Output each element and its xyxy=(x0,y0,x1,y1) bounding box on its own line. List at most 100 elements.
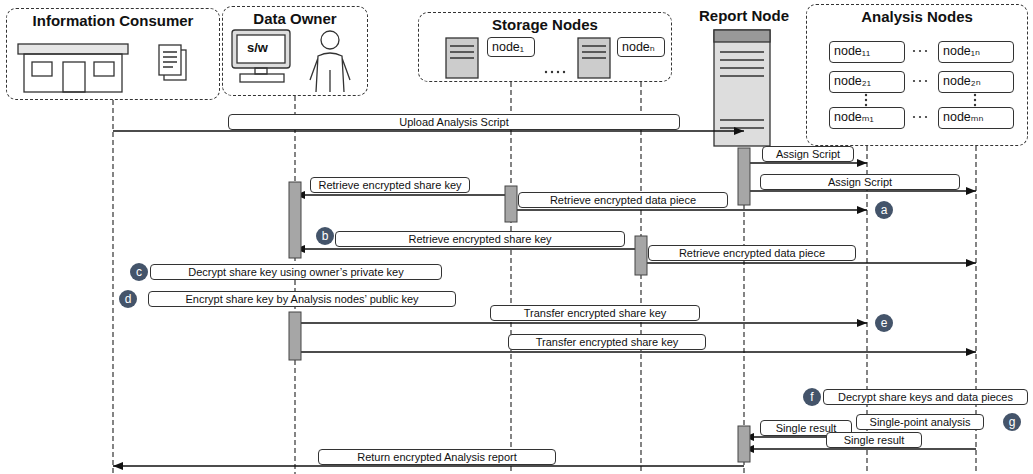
shop-window xyxy=(94,62,114,76)
message-arrow xyxy=(511,209,867,210)
message-label: Transfer encrypted share key xyxy=(508,334,706,350)
callout-letter: a xyxy=(875,201,893,219)
ellipsis-dot xyxy=(919,50,921,52)
message-label: Return encrypted Analysis report xyxy=(318,449,556,465)
lane-heading: Storage Nodes xyxy=(419,13,671,34)
activation-bar xyxy=(289,312,301,360)
document-lines xyxy=(163,52,177,67)
keyboard xyxy=(240,74,284,82)
ellipsis-dot xyxy=(865,94,867,96)
lifeline xyxy=(640,82,641,474)
step-note: Single-point analysis xyxy=(856,414,984,430)
step-note: Decrypt share key using owner’s private … xyxy=(150,264,442,280)
monitor-screen xyxy=(237,35,285,63)
owner-lane: Data Owner xyxy=(222,6,368,96)
analysis-node: nodeₘₙ xyxy=(938,107,1014,129)
message-arrow xyxy=(113,130,744,131)
lifeline xyxy=(510,82,511,474)
ellipsis-dot xyxy=(563,71,565,73)
message-label: Transfer encrypted share key xyxy=(490,305,700,321)
node-label: node₂ₙ xyxy=(939,72,1013,90)
lane-heading: Analysis Nodes xyxy=(807,5,1027,26)
ellipsis-dot xyxy=(919,116,921,118)
analysis-node: node₂₁ xyxy=(829,71,905,93)
server-icon xyxy=(446,38,478,78)
message-label: Retrieve encrypted data piece xyxy=(648,245,856,261)
callout-letter: f xyxy=(803,388,821,406)
message-arrow xyxy=(295,322,867,323)
lane-heading: Information Consumer xyxy=(7,9,219,30)
callout-letter: e xyxy=(875,314,893,332)
lifeline xyxy=(112,100,113,474)
message-arrow xyxy=(295,351,976,352)
message-arrow xyxy=(744,162,867,163)
step-note: Decrypt share keys and data pieces xyxy=(823,389,1028,405)
activation-bar xyxy=(635,236,647,275)
screen-text: s/w xyxy=(247,40,268,55)
shop-window xyxy=(32,62,52,76)
ellipsis-dot xyxy=(913,116,915,118)
ellipsis-dot xyxy=(865,99,867,101)
ellipsis-dot xyxy=(925,50,927,52)
callout-letter: d xyxy=(119,290,137,308)
storage-node: node₁ xyxy=(487,37,535,57)
lane-heading: Data Owner xyxy=(223,7,367,28)
analysis-node: node₁₁ xyxy=(829,41,905,63)
callout-letter: b xyxy=(316,227,334,245)
message-label: Assign Script xyxy=(762,146,854,162)
shop-roof xyxy=(18,44,128,54)
node-label: node₁ₙ xyxy=(939,42,1013,60)
message-label: Retrieve encrypted share key xyxy=(335,231,625,247)
step-note: Encrypt share key by Analysis nodes’ pub… xyxy=(148,291,456,307)
node-label: nodeₙ xyxy=(618,38,664,56)
ellipsis-dot xyxy=(925,116,927,118)
monitor xyxy=(232,30,290,68)
report-server-top xyxy=(714,30,770,42)
ellipsis-dot xyxy=(919,80,921,82)
message-label: Upload Analysis Script xyxy=(228,114,680,130)
message-label: Assign Script xyxy=(760,174,960,190)
analysis-node: nodeₘ₁ xyxy=(829,107,905,129)
message-label: Single result xyxy=(826,432,922,448)
analysis-group: node₁₁ node₂₁ nodeₘ₁ node₁ₙ node₂ₙ nodeₘₙ Anal… xyxy=(806,4,1028,146)
message-label: Retrieve encrypted share key xyxy=(310,177,470,193)
document-icon xyxy=(159,45,181,75)
message-arrow xyxy=(113,465,744,466)
message-arrow xyxy=(744,190,976,191)
ellipsis-dot xyxy=(865,104,867,106)
server-slots xyxy=(582,46,606,58)
ellipsis-dot xyxy=(545,71,547,73)
message-label: Retrieve encrypted data piece xyxy=(518,192,728,208)
lifeline xyxy=(294,96,295,474)
node-label: nodeₘₙ xyxy=(939,108,1013,126)
activation-bar xyxy=(738,148,750,205)
node-label: node₁ xyxy=(488,38,534,56)
report-server xyxy=(714,30,770,146)
activation-bar xyxy=(738,426,750,462)
monitor-stand xyxy=(255,68,267,74)
shop-door xyxy=(63,62,85,92)
message-arrow xyxy=(641,262,976,263)
analysis-node: node₂ₙ xyxy=(938,71,1014,93)
report-node: Report Node xyxy=(692,4,796,148)
callout-letter: c xyxy=(130,263,148,281)
message-arrow xyxy=(744,448,976,449)
storage-node: nodeₙ xyxy=(617,37,665,57)
message-arrow xyxy=(295,248,641,249)
node-label: nodeₘ₁ xyxy=(830,108,904,126)
shop-body xyxy=(24,54,122,92)
storage-group: node₁ nodeₙ Storage Nodes xyxy=(418,12,672,82)
lane-heading: Report Node xyxy=(692,4,796,25)
message-arrow xyxy=(295,194,511,195)
activation-bar xyxy=(505,186,517,222)
server-slots xyxy=(450,46,474,58)
ellipsis-dot xyxy=(925,80,927,82)
person-body xyxy=(310,53,350,92)
activation-bar xyxy=(289,182,301,258)
ellipsis-dot xyxy=(557,71,559,73)
person-head xyxy=(321,31,339,49)
node-label: node₂₁ xyxy=(830,72,904,90)
ellipsis-dot xyxy=(974,104,976,106)
server-icon xyxy=(578,38,610,78)
ellipsis-dot xyxy=(551,71,553,73)
